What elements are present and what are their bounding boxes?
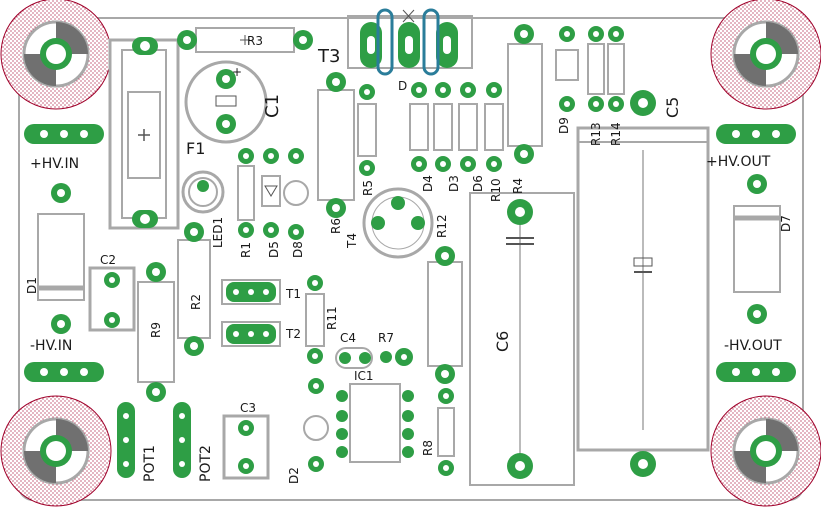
diode-d3 <box>433 82 453 172</box>
label-f1: F1 <box>186 139 205 158</box>
resistor-r7 <box>380 348 413 366</box>
label-r7: R7 <box>378 331 394 345</box>
label-d3: D3 <box>447 175 461 192</box>
label-led1: LED1 <box>211 217 225 248</box>
label-r3: R3 <box>247 34 263 48</box>
label-d9: D9 <box>557 117 571 134</box>
label-c1: C1 <box>262 94 283 118</box>
label-r13: R13 <box>589 122 603 146</box>
label-hv-in-neg: -HV.IN <box>30 338 72 354</box>
capacitor-c3 <box>222 414 270 480</box>
resistor-r4 <box>507 24 543 164</box>
label-ic1: IC1 <box>354 369 374 383</box>
mount-hole-top-left <box>0 0 112 110</box>
pot-pot1 <box>117 402 135 478</box>
resistor-r12 <box>427 246 463 384</box>
label-hv-out-neg: -HV.OUT <box>724 338 782 354</box>
led-led1 <box>181 170 225 214</box>
diode-d9 <box>555 26 579 112</box>
label-t1: T1 <box>285 287 301 301</box>
resistor-r13 <box>587 26 605 112</box>
label-r8: R8 <box>421 440 435 456</box>
terminal-hv-in-pos <box>24 124 104 144</box>
resistor-r2 <box>177 222 211 356</box>
label-hv-in-pos: +HV.IN <box>30 156 79 172</box>
diode-d1 <box>37 183 85 334</box>
diode-d7 <box>733 174 781 324</box>
label-r11: R11 <box>325 306 339 330</box>
label-t4: T4 <box>345 233 359 249</box>
label-t3: T3 <box>317 46 340 67</box>
resistor-r6 <box>317 72 355 218</box>
resistor-r11 <box>305 275 325 364</box>
capacitor-c6 <box>469 192 575 486</box>
svg-text:+: + <box>232 65 242 79</box>
board-outline <box>18 17 804 501</box>
label-r12: R12 <box>435 214 449 238</box>
label-r9: R9 <box>149 322 163 338</box>
label-t2: T2 <box>285 327 301 341</box>
fuse-f1 <box>108 37 180 230</box>
label-r1: R1 <box>239 242 253 258</box>
label-c6: C6 <box>493 331 512 352</box>
label-c2: C2 <box>100 253 116 267</box>
label-d6: D6 <box>471 175 485 192</box>
mount-hole-bottom-right <box>710 395 821 507</box>
capacitor-c4 <box>335 347 373 369</box>
label-r4: R4 <box>511 178 525 194</box>
terminal-hv-out-neg <box>716 362 796 382</box>
mount-hole-bottom-left <box>0 395 112 507</box>
transistor-t2 <box>221 321 281 347</box>
label-d2: D2 <box>287 467 301 484</box>
capacitor-c1: + <box>184 60 268 144</box>
label-c4: C4 <box>340 331 356 345</box>
resistor-r5 <box>357 84 377 176</box>
capacitor-c2 <box>88 266 136 332</box>
label-c3: C3 <box>240 401 256 415</box>
label-d1: D1 <box>25 277 39 294</box>
transistor-t4 <box>362 187 434 259</box>
capacitor-c5 <box>576 90 710 477</box>
transistor-t3 <box>347 8 473 76</box>
pot-pot2 <box>173 402 191 478</box>
label-d7: D7 <box>779 215 793 232</box>
label-pot2: POT2 <box>198 445 214 482</box>
diode-d8 <box>283 148 309 240</box>
resistor-r1 <box>237 148 255 238</box>
resistor-r9 <box>137 262 175 402</box>
label-r2: R2 <box>189 294 203 310</box>
label-c5: C5 <box>663 97 682 118</box>
resistor-r14 <box>607 26 625 112</box>
resistor-r3 <box>177 27 313 53</box>
label-d4: D4 <box>421 175 435 192</box>
label-d8: D8 <box>291 241 305 258</box>
label-r5: R5 <box>361 180 375 196</box>
resistor-r10 <box>484 82 504 172</box>
diode-d4 <box>409 82 429 172</box>
diode-d6 <box>458 82 478 172</box>
label-r10: R10 <box>489 178 503 202</box>
terminal-hv-out-pos <box>716 124 796 144</box>
terminal-hv-in-neg <box>24 362 104 382</box>
resistor-r8 <box>437 388 455 476</box>
transistor-t1 <box>221 279 281 305</box>
diode-d2 <box>303 378 329 472</box>
mount-hole-top-right <box>710 0 821 110</box>
label-r14: R14 <box>609 122 623 146</box>
ic-ic1 <box>336 383 414 463</box>
label-r6: R6 <box>329 218 343 234</box>
label-hv-out-pos: +HV.OUT <box>706 154 771 170</box>
diode-d5 <box>261 148 281 238</box>
label-pot1: POT1 <box>142 445 158 482</box>
label-d-top: D <box>398 79 407 93</box>
label-d5: D5 <box>267 241 281 258</box>
